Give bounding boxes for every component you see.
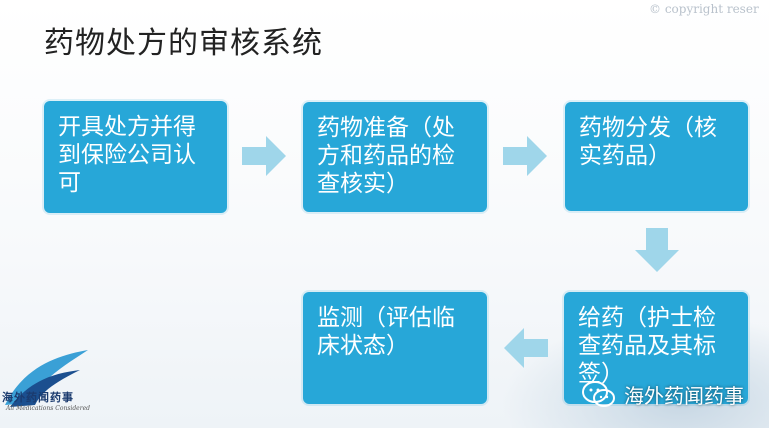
logo-subtitle: All Medications Considered (6, 405, 90, 412)
step-3-box: 药物分发（核实药品） (565, 102, 748, 211)
step-1-label: 开具处方并得到保险公司认可 (58, 114, 196, 196)
step-5-box: 监测（评估临床状态） (303, 292, 487, 404)
arrow-right-icon (503, 136, 547, 176)
step-4-label: 给药（护士检查药品及其标签） (578, 305, 716, 387)
arrow-right-icon (242, 136, 286, 176)
wechat-label: 海外药闻药事 (624, 380, 744, 409)
step-5-label: 监测（评估临床状态） (317, 305, 455, 359)
page-title: 药物处方的审核系统 (44, 18, 323, 62)
step-1-box: 开具处方并得到保险公司认可 (44, 101, 227, 213)
arrow-down-icon (635, 228, 679, 272)
brand-logo-icon (0, 345, 95, 428)
step-2-label: 药物准备（处方和药品的检查核实） (317, 115, 455, 197)
arrow-left-icon (504, 328, 548, 368)
wechat-icon (582, 381, 616, 409)
wechat-watermark: 海外药闻药事 (582, 380, 744, 409)
logo-text: 海外药闻药事 (2, 389, 74, 405)
step-2-box: 药物准备（处方和药品的检查核实） (303, 102, 487, 212)
copyright-text: © copyright reser (649, 2, 769, 16)
step-3-label: 药物分发（核实药品） (579, 115, 717, 169)
